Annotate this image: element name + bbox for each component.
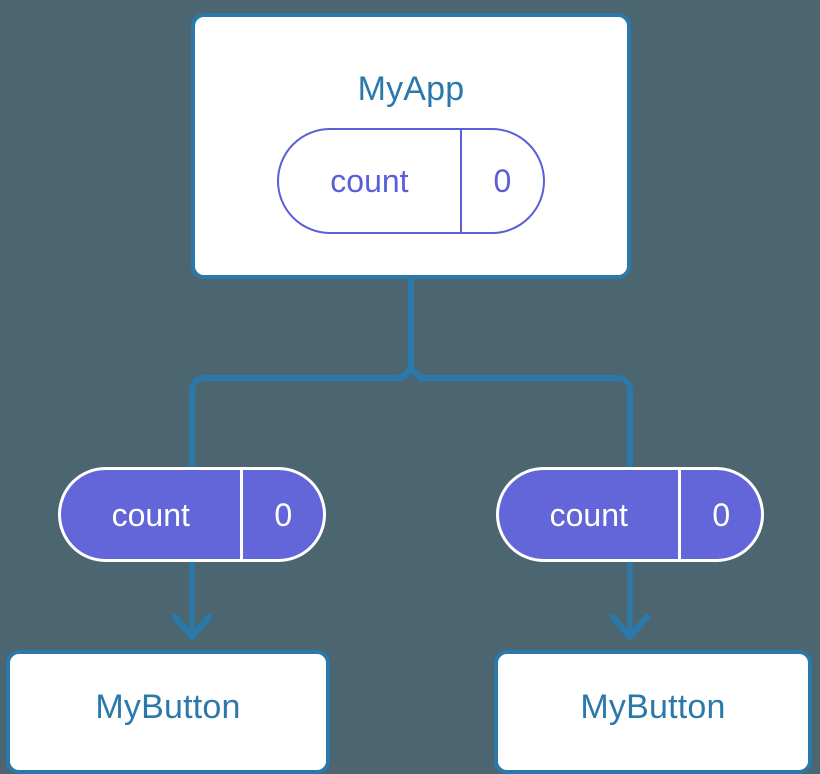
prop-pill-value: 0 <box>240 470 323 559</box>
wire-branch-left <box>189 375 404 470</box>
prop-pill-right-count[interactable]: count 0 <box>496 467 764 562</box>
component-node-mybutton-right[interactable]: MyButton <box>494 650 812 774</box>
component-node-myapp[interactable]: MyApp <box>191 13 631 279</box>
arrow-head-right-icon <box>610 614 650 640</box>
wire-fork-junction <box>397 361 414 381</box>
state-pill-value: 0 <box>459 130 543 232</box>
prop-pill-key: count <box>111 496 190 533</box>
component-title: MyApp <box>357 70 465 108</box>
state-pill-key: count <box>330 163 409 199</box>
prop-pill-left-count[interactable]: count 0 <box>58 467 326 562</box>
wire-fork-junction-right <box>408 361 425 381</box>
component-node-mybutton-left[interactable]: MyButton <box>6 650 330 774</box>
component-title: MyButton <box>95 687 241 726</box>
arrow-head-left-icon <box>172 614 212 640</box>
prop-pill-value: 0 <box>678 470 761 559</box>
prop-pill-key: count <box>549 496 628 533</box>
component-title: MyButton <box>580 687 726 726</box>
state-pill-myapp-count[interactable]: count 0 <box>277 128 545 234</box>
wire-branch-right <box>418 375 633 470</box>
